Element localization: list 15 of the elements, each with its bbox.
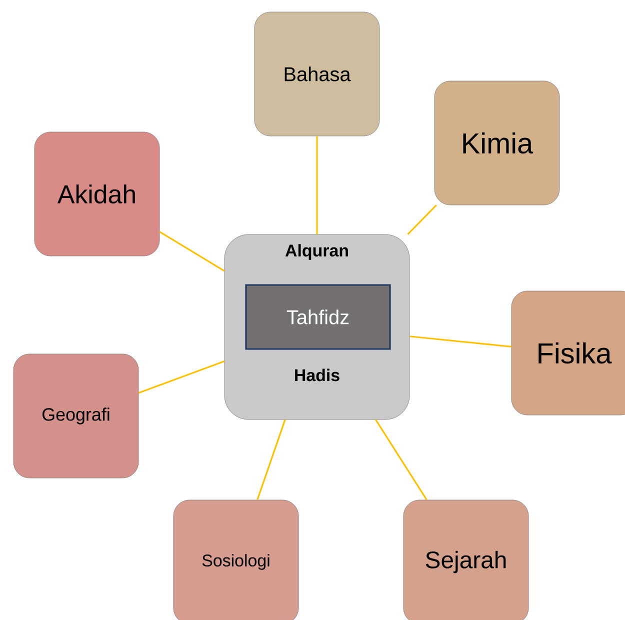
subject-box: Kimia [434, 80, 560, 206]
connector-line [138, 360, 225, 394]
subject-box: Bahasa [254, 12, 380, 136]
subject-box: Sejarah [403, 500, 529, 620]
connector-line [159, 231, 225, 272]
connector-line [410, 336, 512, 348]
connector-line [375, 419, 428, 500]
connector-line [316, 136, 318, 234]
subject-box: Fisika [511, 290, 625, 416]
subject-box: Akidah [34, 132, 160, 256]
subject-box: Sosiologi [173, 500, 299, 620]
inner-box: Tahfidz [245, 284, 391, 350]
subject-box: Geografi [13, 354, 139, 478]
connector-line [407, 204, 437, 235]
connector-line [256, 419, 286, 500]
